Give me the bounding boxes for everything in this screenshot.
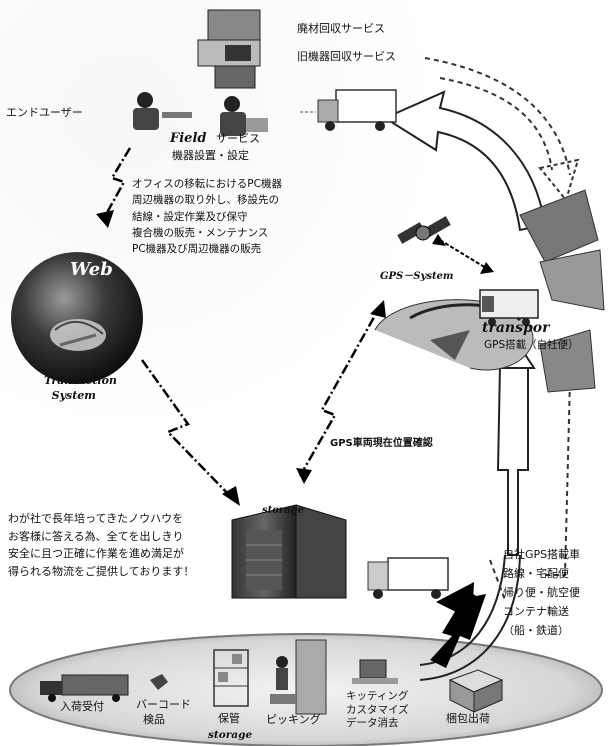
collection-arrow <box>382 90 547 232</box>
link-storage-transport <box>298 309 380 477</box>
web-globe <box>11 252 143 384</box>
office-services-text: オフィスの移転におけるPC機器 周辺機器の取り外し、移設先の 結線・設定作業及び… <box>132 178 282 256</box>
web-label: Web <box>70 259 113 280</box>
transport-modes-list: 自社GPS搭載車 路線・宅配便 帰り便・航空便 コンテナ輸送 （船・鉄道） <box>503 548 581 637</box>
end-user-figure <box>133 92 192 130</box>
warehouse-building <box>231 504 347 599</box>
receiving-truck-icon <box>40 674 129 702</box>
disposal-service-label: 廃材回収サービス <box>297 22 385 35</box>
kitting-customize-erase-label: キッティング カスタマイズ データ消去 <box>346 690 409 730</box>
field-engineer-figure <box>220 96 268 136</box>
old-equipment-service-label: 旧機器回収サービス <box>297 50 396 63</box>
gps-system-label: GPS－System <box>380 271 454 282</box>
storage-en-label: storage <box>208 729 253 741</box>
link-web-storage <box>140 359 233 499</box>
packing-box-icon <box>448 669 504 713</box>
gps-satellite <box>397 216 451 244</box>
kitting-desk-icon <box>352 659 398 684</box>
field-service-word: サービス <box>215 132 260 145</box>
link-enduser-web <box>102 147 132 219</box>
field-setup-label: 機器設置・設定 <box>172 149 249 162</box>
field-service-title: Field サービス <box>170 130 260 148</box>
recycled-equipment-stack <box>197 9 261 89</box>
receiving-label: 入荷受付 <box>60 700 104 713</box>
barcode-scanner-icon <box>150 674 168 690</box>
picking-label: ピッキング <box>266 713 321 726</box>
transpor-label: transpor <box>482 320 550 336</box>
packing-shipping-label: 梱包出荷 <box>446 712 490 725</box>
barcode-inspection-label: バーコード 検品 <box>136 698 191 726</box>
gps-vehicle-check-label: GPS車両現在位置確認 <box>330 438 433 449</box>
picking-worker-icon <box>270 639 327 715</box>
upward-transport-arrow <box>496 364 529 556</box>
storage-top-label: storage <box>262 505 305 516</box>
collection-truck <box>300 89 397 131</box>
storage-jp-label: 保管 <box>218 712 240 725</box>
transaction-system-label: Transaction System <box>44 374 117 402</box>
delivery-truck <box>367 557 449 599</box>
end-user-label: エンドユーザー <box>6 106 83 119</box>
gps-equipped-label: GPS搭載（自社便） <box>484 339 579 351</box>
transport-swirl <box>374 189 605 393</box>
company-message-text: わが社で長年培ってきたノウハウを お客様に答える為、全てを出しきり 安全に且つ正… <box>8 512 195 578</box>
field-word: Field <box>170 131 207 146</box>
storage-rack-icon <box>213 649 249 707</box>
